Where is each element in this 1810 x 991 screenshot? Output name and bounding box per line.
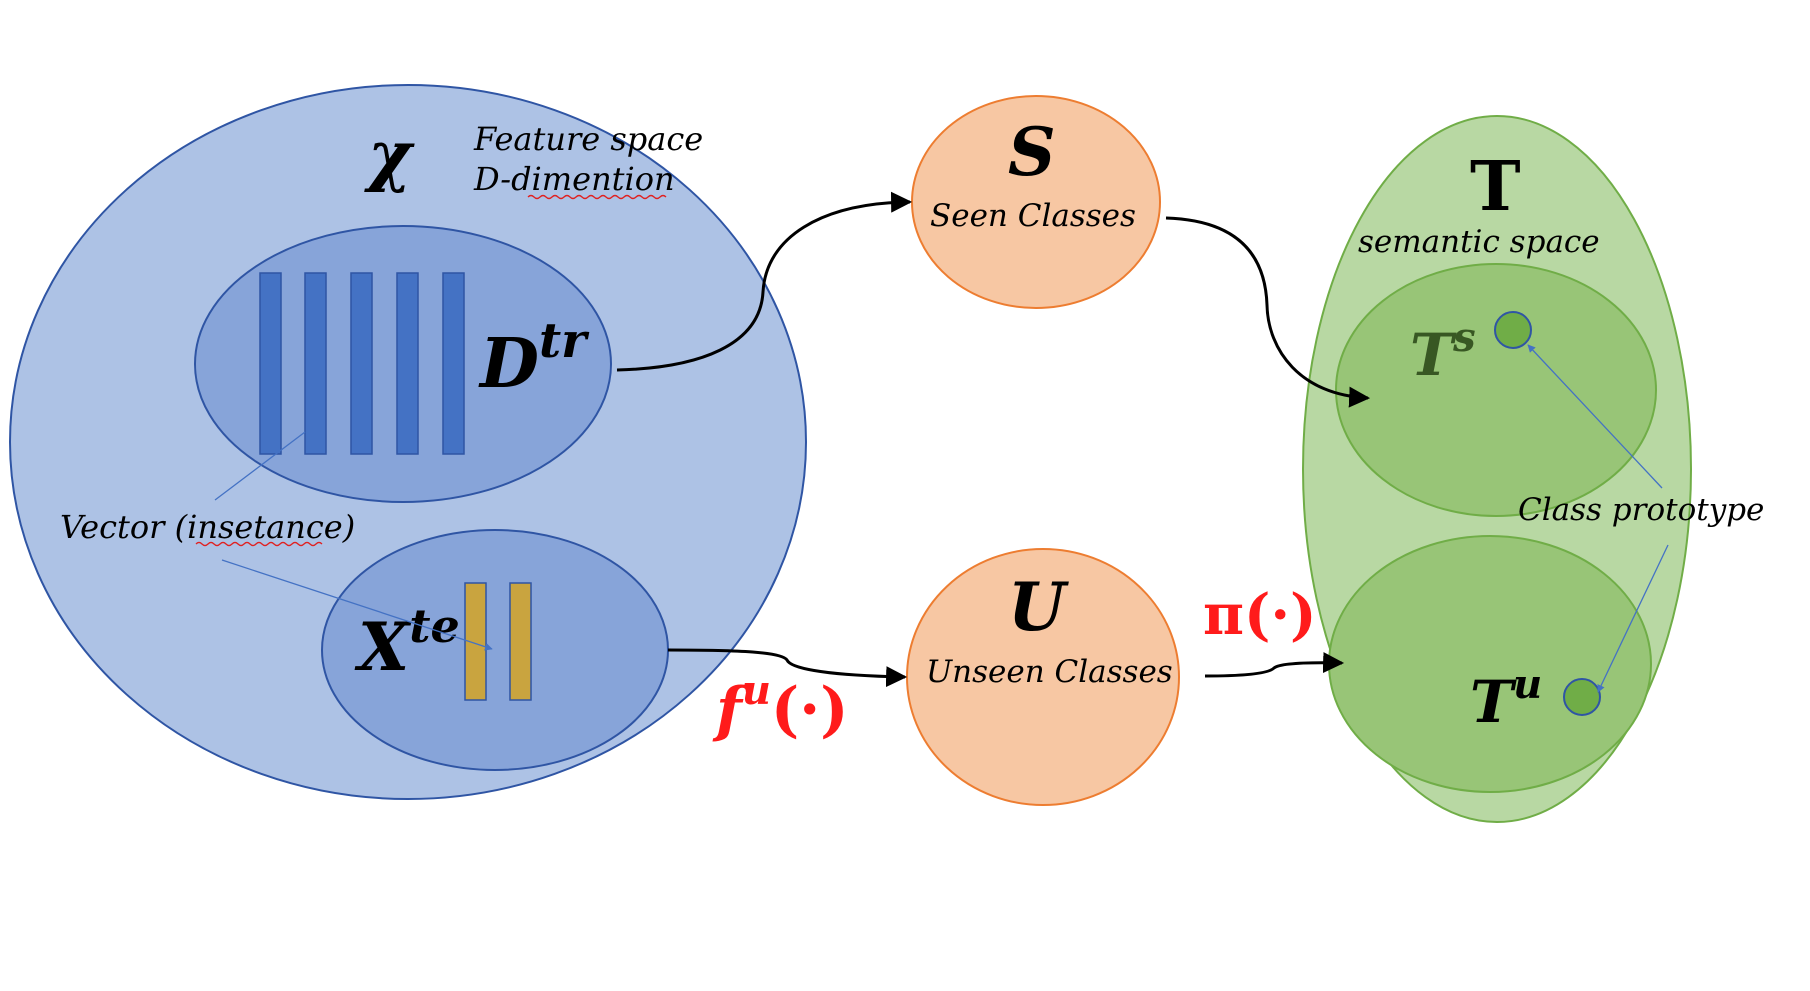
- semantic-unseen-ellipse: [1328, 535, 1652, 793]
- unseen-classes-label: Unseen Classes: [926, 654, 1173, 690]
- train-vector-bar: [304, 272, 327, 455]
- train-set-sup: tr: [539, 313, 590, 369]
- semantic-unseen-sup: u: [1513, 661, 1542, 708]
- mapping-f-arg: (·): [771, 675, 849, 745]
- train-vector-bar: [442, 272, 465, 455]
- prototype-pointer-seen: [1527, 344, 1663, 489]
- train-vector-bar: [350, 272, 373, 455]
- train-vectors: [259, 272, 465, 455]
- unseen-prototype-dot: [1563, 678, 1601, 716]
- feature-space-label-line2: D-dimention: [473, 160, 675, 198]
- train-set-symbol: D: [478, 324, 539, 404]
- prototype-label: Class prototype: [1518, 492, 1764, 528]
- spellcheck-underline: [195, 541, 323, 547]
- semantic-seen-sup: s: [1452, 314, 1476, 361]
- test-set-sup: te: [409, 599, 460, 653]
- arrow-unseen-to-semantic: [1204, 652, 1345, 678]
- semantic-space-label: semantic space: [1358, 224, 1600, 260]
- train-vector-bar: [396, 272, 419, 455]
- arrow-train-to-seen: [616, 191, 913, 372]
- arrow-seen-to-semantic: [1165, 216, 1371, 408]
- mapping-f-label: fu(·): [712, 667, 849, 745]
- test-vector-bar: [464, 582, 487, 701]
- mapping-f-sup: u: [742, 667, 771, 714]
- seen-classes-symbol: S: [1008, 113, 1056, 191]
- semantic-unseen-symbol: T: [1470, 668, 1517, 736]
- semantic-space-symbol: T: [1470, 147, 1521, 227]
- unseen-classes-symbol: U: [1008, 568, 1069, 646]
- train-set-label: Dtr: [478, 313, 590, 404]
- test-vector-bar: [509, 582, 532, 701]
- train-vector-bar: [259, 272, 282, 455]
- vector-pointer-line-test: [221, 559, 493, 651]
- semantic-seen-symbol: T: [1410, 321, 1457, 389]
- seen-prototype-dot: [1494, 311, 1532, 349]
- mapping-pi-label: π(·): [1203, 582, 1316, 648]
- feature-space-symbol: χ: [364, 116, 415, 194]
- feature-space-label-line1: Feature space: [473, 120, 703, 158]
- vector-label: Vector (insetance): [60, 508, 355, 546]
- arrow-test-to-unseen: [667, 648, 908, 688]
- seen-classes-label: Seen Classes: [930, 198, 1136, 234]
- semantic-seen-ellipse: [1335, 263, 1657, 517]
- test-set-label: Xte: [354, 599, 460, 686]
- test-set-symbol: X: [354, 608, 412, 686]
- vector-pointer-line-train: [214, 431, 306, 501]
- spellcheck-underline: [527, 194, 667, 200]
- semantic-unseen-label: Tu: [1470, 661, 1542, 736]
- prototype-pointer-unseen: [1597, 544, 1669, 693]
- semantic-seen-label: Ts: [1410, 314, 1476, 389]
- test-vectors: [464, 582, 532, 701]
